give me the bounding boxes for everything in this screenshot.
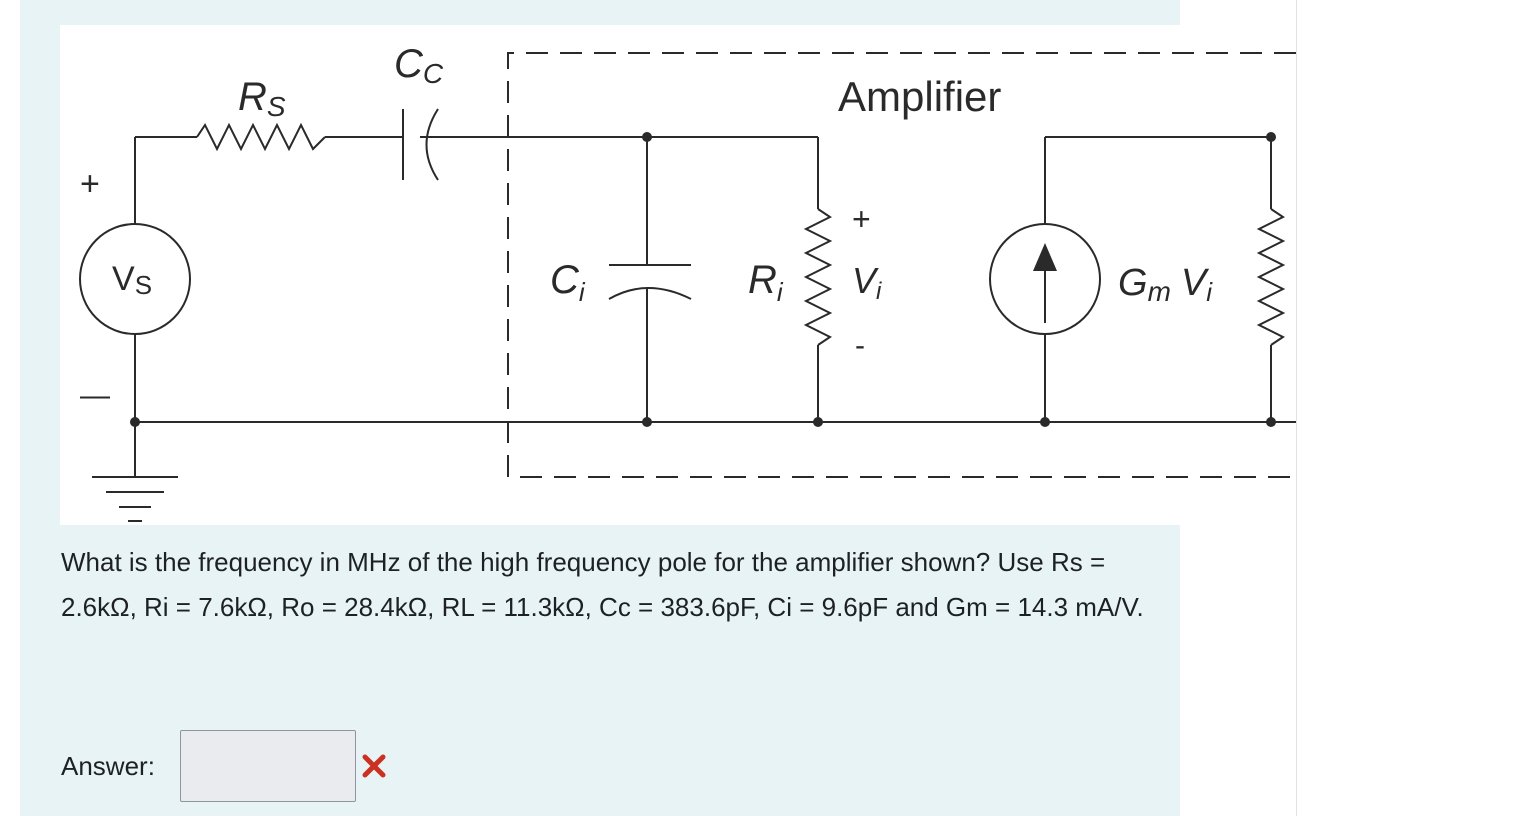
vi-plus-label: + (852, 201, 871, 237)
answer-label: Answer: (61, 751, 155, 781)
amplifier-title: Amplifier (838, 73, 1001, 120)
rs-label: RS (238, 75, 286, 122)
junction-dot (1040, 417, 1050, 427)
ci-plate-curved (608, 287, 692, 300)
right-divider (1296, 0, 1297, 816)
gm-arrow-head (1033, 243, 1057, 271)
junction-dot (130, 417, 140, 427)
junction-dot (642, 132, 652, 142)
cc-plate-curved (425, 108, 439, 181)
answer-input[interactable] (180, 730, 356, 802)
vi-minus-label: - (855, 329, 865, 362)
ro-resistor (1256, 208, 1286, 346)
vs-plus-label: + (80, 165, 100, 203)
junction-dot (813, 417, 823, 427)
incorrect-cross-icon (362, 754, 386, 778)
vi-label: Vi (852, 260, 882, 305)
ri-resistor (803, 208, 833, 346)
junction-dot (1266, 132, 1276, 142)
junction-dot (642, 417, 652, 427)
ci-label: Ci (550, 258, 586, 307)
vs-label: VS (112, 260, 152, 300)
amplifier-boundary (507, 52, 1296, 478)
rs-resistor (196, 122, 326, 152)
question-text: What is the frequency in MHz of the high… (61, 547, 1144, 622)
vs-minus-label: — (80, 379, 110, 412)
ri-label: Ri (748, 258, 784, 307)
cc-label: CC (394, 42, 444, 89)
junction-dot (1266, 417, 1276, 427)
